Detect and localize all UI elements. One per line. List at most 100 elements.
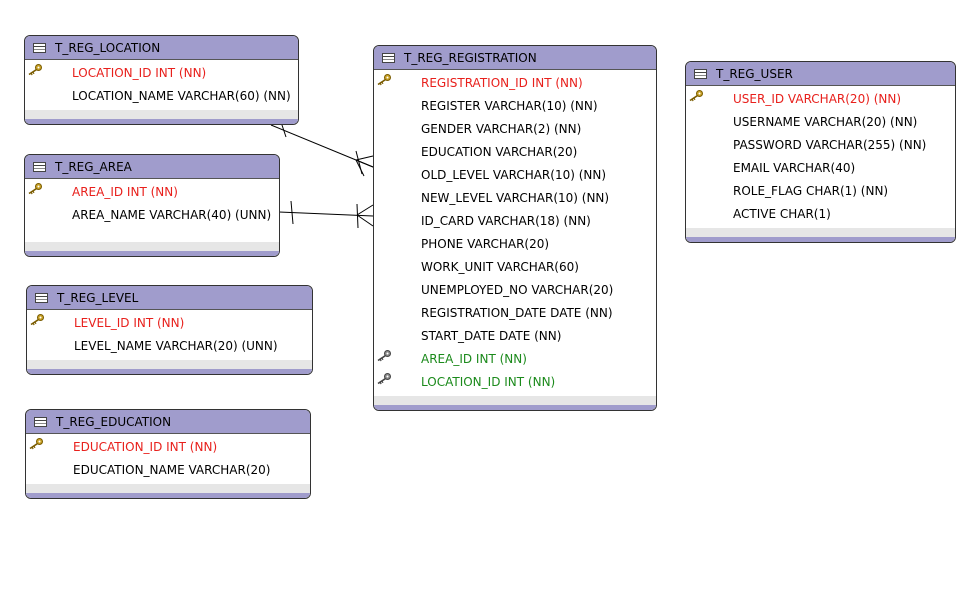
column-list: REGISTRATION_ID INT (NN) REGISTER VARCHAR…	[374, 70, 656, 393]
column-label: AREA_NAME VARCHAR(40) (UNN)	[72, 207, 272, 222]
primary-key-icon	[688, 90, 704, 102]
primary-key-icon	[27, 183, 43, 195]
column-row[interactable]: EDUCATION VARCHAR(20)	[374, 140, 656, 163]
table-title: T_REG_EDUCATION	[56, 414, 172, 429]
column-list: EDUCATION_ID INT (NN) EDUCATION_NAME VARC…	[26, 434, 310, 481]
table-icon	[694, 68, 707, 79]
table-footer	[25, 110, 298, 124]
primary-key-icon	[27, 64, 43, 76]
table-icon	[33, 161, 46, 172]
foreign-key-icon	[376, 350, 392, 362]
column-list: AREA_ID INT (NN) AREA_NAME VARCHAR(40) (U…	[25, 179, 279, 226]
table-t-reg-area[interactable]: T_REG_AREA AREA_ID INT (NN) AREA_NAME VAR…	[24, 154, 280, 257]
column-row[interactable]: EMAIL VARCHAR(40)	[686, 156, 955, 179]
column-row[interactable]: PASSWORD VARCHAR(255) (NN)	[686, 133, 955, 156]
foreign-key-icon	[376, 373, 392, 385]
column-row[interactable]: USER_ID VARCHAR(20) (NN)	[686, 87, 955, 110]
table-footer	[686, 228, 955, 242]
primary-key-icon	[376, 74, 392, 86]
column-row[interactable]: ACTIVE CHAR(1)	[686, 202, 955, 225]
table-t-reg-level[interactable]: T_REG_LEVEL LEVEL_ID INT (NN) LEVEL_NAME …	[26, 285, 313, 375]
table-title: T_REG_LEVEL	[57, 290, 139, 305]
column-label: REGISTER VARCHAR(10) (NN)	[421, 98, 598, 113]
column-row[interactable]: ID_CARD VARCHAR(18) (NN)	[374, 209, 656, 232]
column-row[interactable]: EDUCATION_NAME VARCHAR(20)	[26, 458, 310, 481]
primary-key-icon	[29, 314, 45, 326]
table-title: T_REG_REGISTRATION	[404, 50, 537, 65]
table-icon	[35, 292, 48, 303]
table-icon	[34, 416, 47, 427]
column-label: USERNAME VARCHAR(20) (NN)	[733, 114, 918, 129]
column-label: ACTIVE CHAR(1)	[733, 206, 831, 221]
column-row[interactable]: REGISTER VARCHAR(10) (NN)	[374, 94, 656, 117]
table-title: T_REG_USER	[716, 66, 793, 81]
column-label: PHONE VARCHAR(20)	[421, 236, 550, 251]
column-row[interactable]: AREA_ID INT (NN)	[25, 180, 279, 203]
column-list: LEVEL_ID INT (NN) LEVEL_NAME VARCHAR(20) …	[27, 310, 312, 357]
table-t-reg-user[interactable]: T_REG_USER USER_ID VARCHAR(20) (NN) USERN…	[685, 61, 956, 243]
table-title: T_REG_AREA	[55, 159, 132, 174]
column-label: AREA_ID INT (NN)	[421, 351, 527, 366]
column-label: NEW_LEVEL VARCHAR(10) (NN)	[421, 190, 610, 205]
table-t-reg-location[interactable]: T_REG_LOCATION LOCATION_ID INT (NN)LOCAT…	[24, 35, 299, 125]
column-row[interactable]: UNEMPLOYED_NO VARCHAR(20)	[374, 278, 656, 301]
column-row[interactable]: PHONE VARCHAR(20)	[374, 232, 656, 255]
table-title: T_REG_LOCATION	[55, 40, 161, 55]
table-icon	[33, 42, 46, 53]
column-row[interactable]: REGISTRATION_ID INT (NN)	[374, 71, 656, 94]
table-header[interactable]: T_REG_AREA	[25, 155, 279, 179]
table-icon	[382, 52, 395, 63]
column-label: ROLE_FLAG CHAR(1) (NN)	[733, 183, 889, 198]
column-label: EDUCATION_NAME VARCHAR(20)	[73, 462, 271, 477]
table-footer	[374, 396, 656, 410]
column-label: EDUCATION_ID INT (NN)	[73, 439, 218, 454]
column-label: EMAIL VARCHAR(40)	[733, 160, 856, 175]
table-t-reg-education[interactable]: T_REG_EDUCATION EDUCATION_ID INT (NN)EDU…	[25, 409, 311, 499]
column-row[interactable]: AREA_NAME VARCHAR(40) (UNN)	[25, 203, 279, 226]
column-label: UNEMPLOYED_NO VARCHAR(20)	[421, 282, 614, 297]
column-label: LEVEL_NAME VARCHAR(20) (UNN)	[74, 338, 278, 353]
table-header[interactable]: T_REG_LOCATION	[25, 36, 298, 60]
table-footer	[26, 484, 310, 498]
column-row[interactable]: LEVEL_ID INT (NN)	[27, 311, 312, 334]
column-row[interactable]: LEVEL_NAME VARCHAR(20) (UNN)	[27, 334, 312, 357]
column-row[interactable]: LOCATION_ID INT (NN)	[25, 61, 298, 84]
column-row[interactable]: WORK_UNIT VARCHAR(60)	[374, 255, 656, 278]
column-row[interactable]: AREA_ID INT (NN)	[374, 347, 656, 370]
column-row[interactable]: GENDER VARCHAR(2) (NN)	[374, 117, 656, 140]
column-row[interactable]: OLD_LEVEL VARCHAR(10) (NN)	[374, 163, 656, 186]
column-row[interactable]: ROLE_FLAG CHAR(1) (NN)	[686, 179, 955, 202]
column-row[interactable]: NEW_LEVEL VARCHAR(10) (NN)	[374, 186, 656, 209]
table-t-reg-registration[interactable]: T_REG_REGISTRATION REGISTRATION_ID INT (…	[373, 45, 657, 411]
column-row[interactable]: START_DATE DATE (NN)	[374, 324, 656, 347]
column-label: AREA_ID INT (NN)	[72, 184, 178, 199]
column-label: GENDER VARCHAR(2) (NN)	[421, 121, 582, 136]
table-footer	[25, 242, 279, 256]
relationship-location-registration[interactable]	[270, 118, 374, 177]
column-label: LOCATION_ID INT (NN)	[72, 65, 207, 80]
column-label: OLD_LEVEL VARCHAR(10) (NN)	[421, 167, 607, 182]
table-header[interactable]: T_REG_EDUCATION	[26, 410, 310, 434]
column-label: START_DATE DATE (NN)	[421, 328, 562, 343]
column-list: USER_ID VARCHAR(20) (NN) USERNAME VARCHAR…	[686, 86, 955, 225]
column-label: REGISTRATION_ID INT (NN)	[421, 75, 583, 90]
column-row[interactable]: LOCATION_NAME VARCHAR(60) (NN)	[25, 84, 298, 107]
column-label: USER_ID VARCHAR(20) (NN)	[733, 91, 902, 106]
column-row[interactable]: LOCATION_ID INT (NN)	[374, 370, 656, 393]
column-row[interactable]: EDUCATION_ID INT (NN)	[26, 435, 310, 458]
column-list: LOCATION_ID INT (NN) LOCATION_NAME VARCHA…	[25, 60, 298, 107]
column-label: ID_CARD VARCHAR(18) (NN)	[421, 213, 591, 228]
column-row[interactable]: USERNAME VARCHAR(20) (NN)	[686, 110, 955, 133]
relationship-area-registration[interactable]	[278, 200, 374, 229]
column-label: REGISTRATION_DATE DATE (NN)	[421, 305, 613, 320]
table-header[interactable]: T_REG_REGISTRATION	[374, 46, 656, 70]
column-label: LOCATION_NAME VARCHAR(60) (NN)	[72, 88, 291, 103]
table-header[interactable]: T_REG_USER	[686, 62, 955, 86]
table-footer	[27, 360, 312, 374]
column-label: PASSWORD VARCHAR(255) (NN)	[733, 137, 927, 152]
table-header[interactable]: T_REG_LEVEL	[27, 286, 312, 310]
column-label: WORK_UNIT VARCHAR(60)	[421, 259, 579, 274]
column-row[interactable]: REGISTRATION_DATE DATE (NN)	[374, 301, 656, 324]
column-label: EDUCATION VARCHAR(20)	[421, 144, 578, 159]
primary-key-icon	[28, 438, 44, 450]
